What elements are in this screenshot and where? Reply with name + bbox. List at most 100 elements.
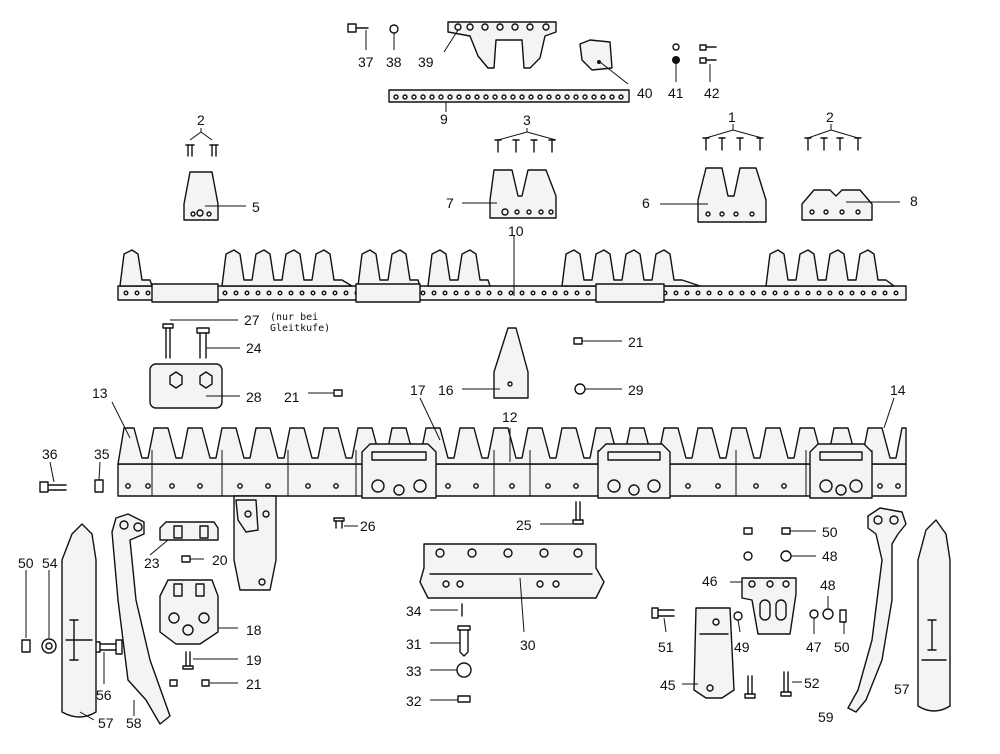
bar-hole — [739, 290, 745, 296]
finger-group — [561, 249, 701, 287]
label-56: 56 — [96, 687, 112, 703]
label-13: 13 — [92, 385, 108, 401]
bar-hole — [563, 290, 569, 296]
bar-hole — [893, 290, 899, 296]
bar-hole — [564, 94, 570, 100]
bar-hole — [442, 290, 448, 296]
nut-21b — [308, 389, 343, 397]
label-31: 31 — [406, 636, 422, 652]
label-41: 41 — [668, 85, 684, 101]
bar-hole — [585, 290, 591, 296]
bar-hole — [474, 94, 480, 100]
bolt-31 — [430, 625, 471, 657]
bolt-36 — [39, 461, 67, 493]
clamp-slot — [607, 451, 661, 461]
washer-48b — [809, 596, 834, 634]
knife-clamp — [809, 443, 873, 499]
bar-hole — [794, 290, 800, 296]
bolt-19 — [182, 651, 238, 670]
label-18: 18 — [246, 622, 262, 638]
rivet — [145, 483, 151, 489]
label-37: 37 — [358, 54, 374, 70]
bar-hole — [761, 290, 767, 296]
bolt-56 — [93, 639, 123, 684]
washer-33 — [430, 662, 472, 678]
bar-hole — [266, 290, 272, 296]
bar-hole — [411, 94, 417, 100]
finger-group — [357, 249, 421, 287]
clamp-body — [361, 443, 437, 499]
clamp-bolt — [413, 479, 427, 493]
bar-hole — [574, 290, 580, 296]
bar-hole — [706, 290, 712, 296]
bar-hole — [816, 290, 822, 296]
label-7: 7 — [446, 195, 454, 211]
bar-hole — [541, 290, 547, 296]
bar-hole — [420, 290, 426, 296]
label-45: 45 — [660, 677, 676, 693]
label-39: 39 — [418, 54, 434, 70]
bar-hole — [519, 94, 525, 100]
bar-hole — [805, 290, 811, 296]
washer-54 — [41, 570, 57, 654]
label-5: 5 — [252, 199, 260, 215]
bar-hole — [728, 290, 734, 296]
washer-41 — [672, 43, 680, 82]
shoe-57a — [61, 523, 97, 721]
bar-hole — [582, 94, 588, 100]
label-59: 59 — [818, 709, 834, 725]
washer-48a — [743, 550, 816, 562]
nut-21c — [169, 679, 238, 687]
label-40: 40 — [637, 85, 653, 101]
finger-group — [221, 249, 353, 287]
rivet — [509, 483, 515, 489]
label-21b: 21 — [284, 389, 300, 405]
rivet — [895, 483, 901, 489]
guide-30 — [419, 543, 605, 633]
label-33: 33 — [406, 663, 422, 679]
label-21a: 21 — [628, 334, 644, 350]
bar-hole — [233, 290, 239, 296]
label-32: 32 — [406, 693, 422, 709]
bar-hole — [537, 94, 543, 100]
knife-clamp — [597, 443, 671, 499]
rivet — [473, 483, 479, 489]
rivet — [753, 483, 759, 489]
bar-hole — [244, 290, 250, 296]
washer-49 — [733, 611, 743, 633]
finger-group — [119, 249, 153, 287]
label-12: 12 — [502, 409, 518, 425]
label-21c: 21 — [246, 676, 262, 692]
rivet — [545, 483, 551, 489]
label-57b: 57 — [894, 681, 910, 697]
rivet — [715, 483, 721, 489]
plate-45 — [682, 607, 735, 699]
nut-35 — [94, 461, 104, 493]
label-34: 34 — [406, 603, 422, 619]
shoe-57b — [917, 519, 951, 712]
label-17: 17 — [410, 382, 426, 398]
bar-hole — [277, 290, 283, 296]
bar-hole — [483, 94, 489, 100]
rivet — [877, 483, 883, 489]
bar-hole — [882, 290, 888, 296]
note-line-1: (nur bei — [270, 312, 318, 323]
nut-20 — [181, 555, 204, 563]
rivet — [265, 483, 271, 489]
label-48a: 48 — [822, 548, 838, 564]
label-2b: 2 — [826, 109, 834, 125]
label-51: 51 — [658, 639, 674, 655]
label-30: 30 — [520, 637, 536, 653]
bar-hole — [508, 290, 514, 296]
bar-hole — [673, 290, 679, 296]
bar-hole — [486, 290, 492, 296]
screw-42 — [699, 44, 717, 82]
knife-clip-18 — [159, 579, 238, 645]
label-35: 35 — [94, 446, 110, 462]
knife-back-bar-9 — [388, 89, 630, 112]
label-3: 3 — [523, 112, 531, 128]
bar-hole — [447, 94, 453, 100]
bar-hole — [497, 290, 503, 296]
